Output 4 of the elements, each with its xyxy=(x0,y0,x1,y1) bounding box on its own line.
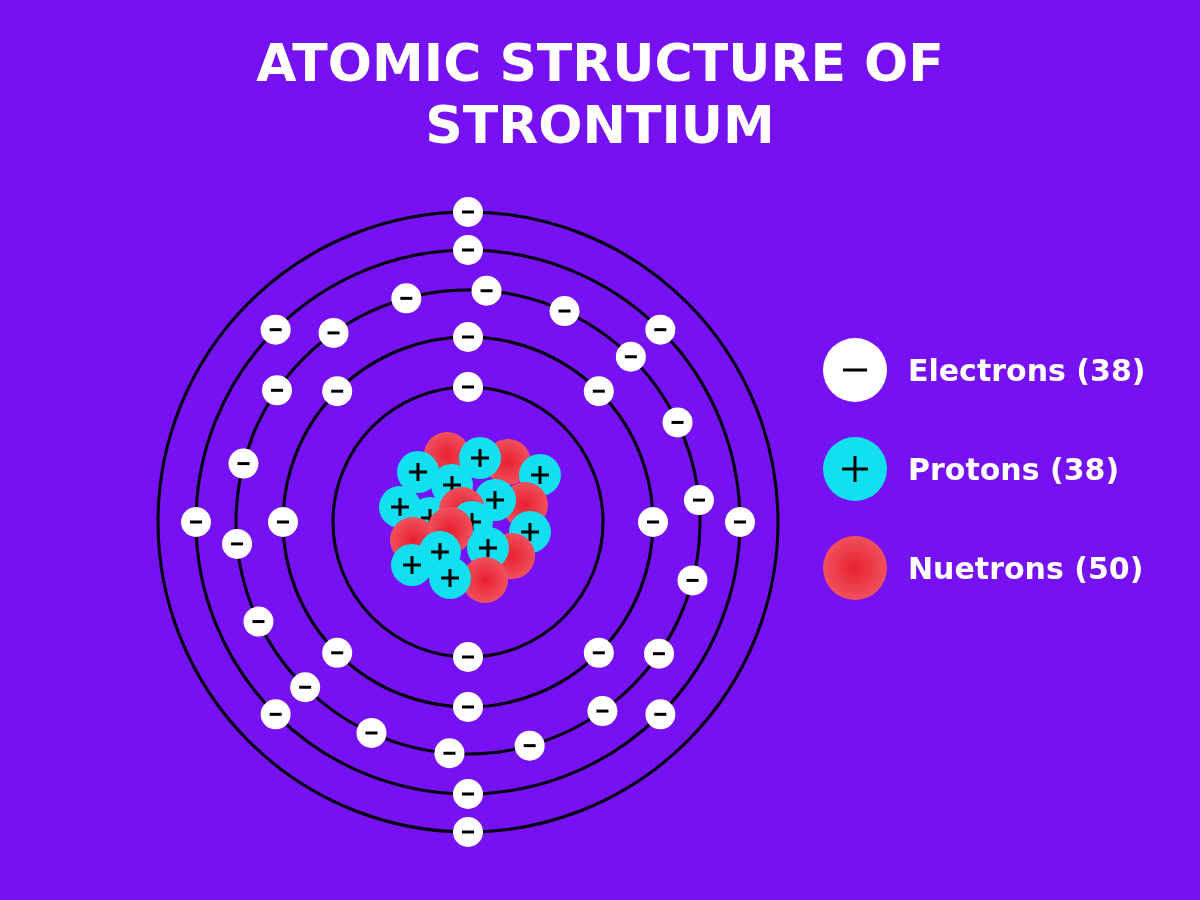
legend-label: Electrons (38) xyxy=(908,352,1146,388)
legend-label: Protons (38) xyxy=(908,451,1120,487)
title: ATOMIC STRUCTURE OF STRONTIUM xyxy=(255,32,945,156)
legend-label: Nuetrons (50) xyxy=(908,550,1144,586)
